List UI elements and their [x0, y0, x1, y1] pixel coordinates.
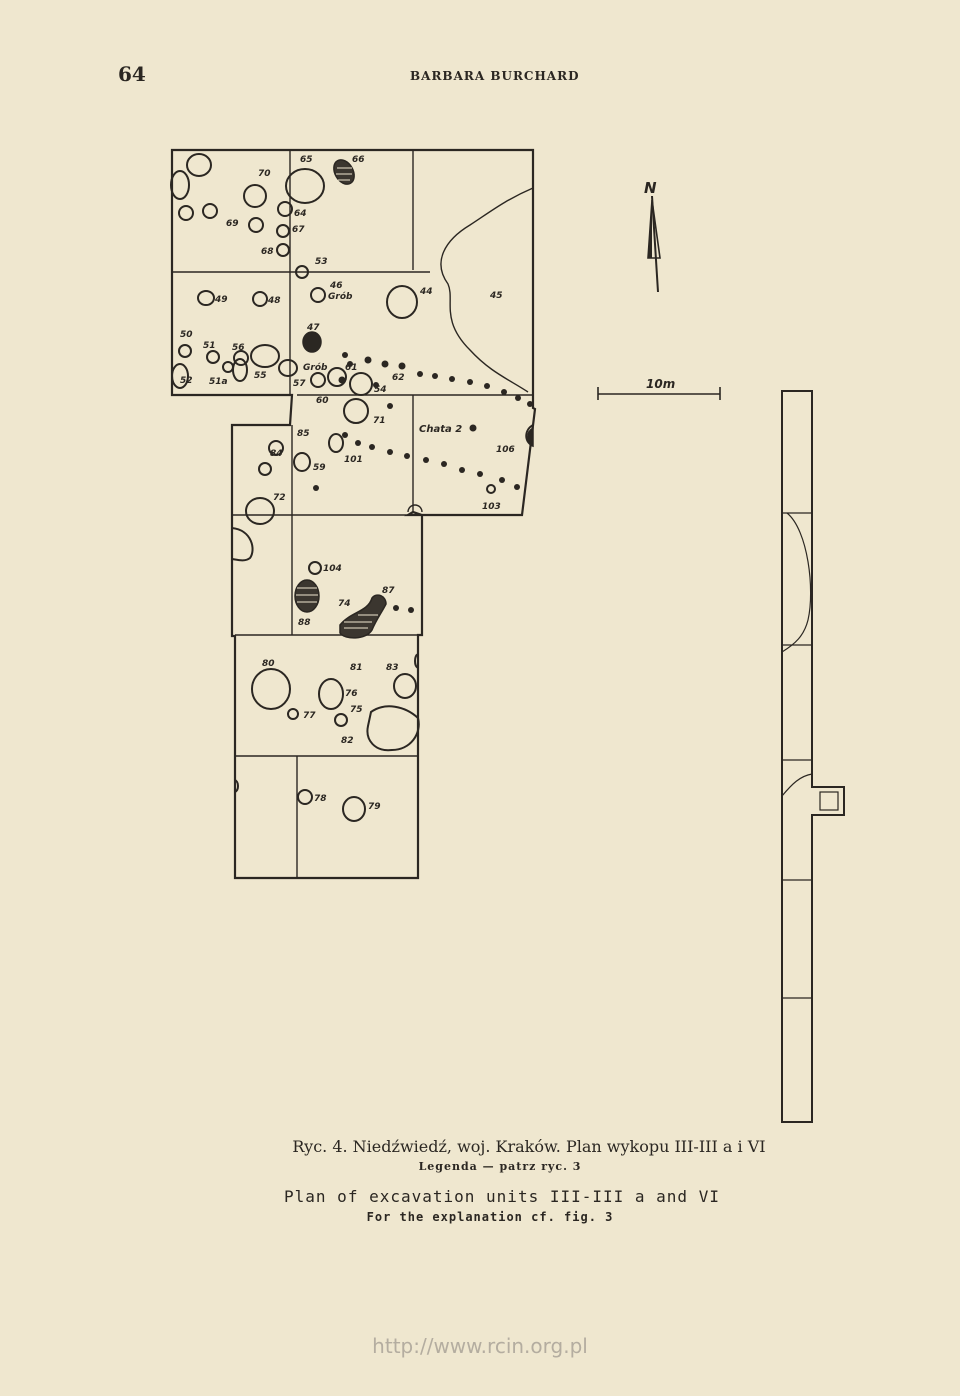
label-88: 88 [298, 618, 311, 628]
label-83: 83 [386, 663, 399, 673]
caption-polish-legend: Legenda — patrz ryc. 3 [418, 1160, 582, 1173]
label-57: 57 [293, 379, 306, 389]
label-51a: 51a [209, 377, 228, 387]
caption-polish: Ryc. 4. Niedźwiedź, woj. Kraków. Plan wy… [292, 1137, 766, 1156]
label-104: 104 [323, 564, 342, 574]
label-71: 71 [373, 416, 386, 426]
label-65: 65 [300, 155, 313, 165]
label-80: 80 [262, 659, 275, 669]
plan-outline [170, 148, 537, 880]
label-101: 101 [344, 455, 363, 465]
label-62: 62 [392, 373, 405, 383]
label-56: 56 [232, 343, 245, 353]
label-79: 79 [368, 802, 381, 812]
label-46: 46 [329, 281, 343, 291]
label-77: 77 [303, 711, 316, 721]
page-number: 64 [118, 62, 146, 86]
label-85: 85 [297, 429, 310, 439]
label-54: 54 [374, 385, 387, 395]
label-48: 48 [267, 296, 281, 306]
label-59: 59 [313, 463, 326, 473]
label-74: 74 [338, 599, 351, 609]
label-47: 47 [306, 323, 320, 333]
label-61: 61 [345, 363, 358, 373]
north-label: N [644, 179, 657, 197]
scale-bar: 10m [597, 377, 721, 400]
trench-vi [781, 390, 845, 1123]
label-84: 84 [270, 449, 283, 459]
label-78: 78 [314, 794, 327, 804]
label-82: 82 [341, 736, 354, 746]
watermark: http://www.rcin.org.pl [372, 1334, 588, 1358]
label-grob-1: Grób [328, 291, 353, 302]
label-64: 64 [294, 209, 307, 219]
label-50: 50 [180, 330, 193, 340]
north-arrow-icon: N [644, 179, 661, 293]
caption-english: Plan of excavation units III-III a and V… [284, 1187, 720, 1206]
label-103: 103 [482, 502, 501, 512]
label-grob-2: Grób [303, 362, 328, 373]
caption-english-legend: For the explanation cf. fig. 3 [366, 1210, 614, 1224]
label-68: 68 [261, 247, 274, 257]
scale-label: 10m [646, 377, 675, 391]
label-72: 72 [273, 493, 286, 503]
label-70: 70 [258, 169, 271, 179]
label-76: 76 [345, 689, 358, 699]
label-49: 49 [214, 295, 228, 305]
label-52: 52 [180, 376, 193, 386]
label-106: 106 [496, 445, 515, 455]
label-chata-2: Chata 2 [419, 424, 462, 435]
label-67: 67 [292, 225, 305, 235]
label-66: 66 [352, 155, 365, 165]
label-60: 60 [316, 396, 329, 406]
label-44: 44 [419, 287, 433, 297]
label-69: 69 [226, 219, 239, 229]
label-87: 87 [382, 586, 395, 596]
label-81: 81 [350, 663, 363, 673]
label-75: 75 [350, 705, 363, 715]
label-45: 45 [489, 291, 503, 301]
label-55: 55 [254, 371, 267, 381]
label-53: 53 [315, 257, 328, 267]
figure-caption: Ryc. 4. Niedźwiedź, woj. Kraków. Plan wy… [0, 1136, 960, 1226]
running-head: BARBARA BURCHARD [410, 69, 580, 83]
label-51: 51 [203, 341, 216, 351]
